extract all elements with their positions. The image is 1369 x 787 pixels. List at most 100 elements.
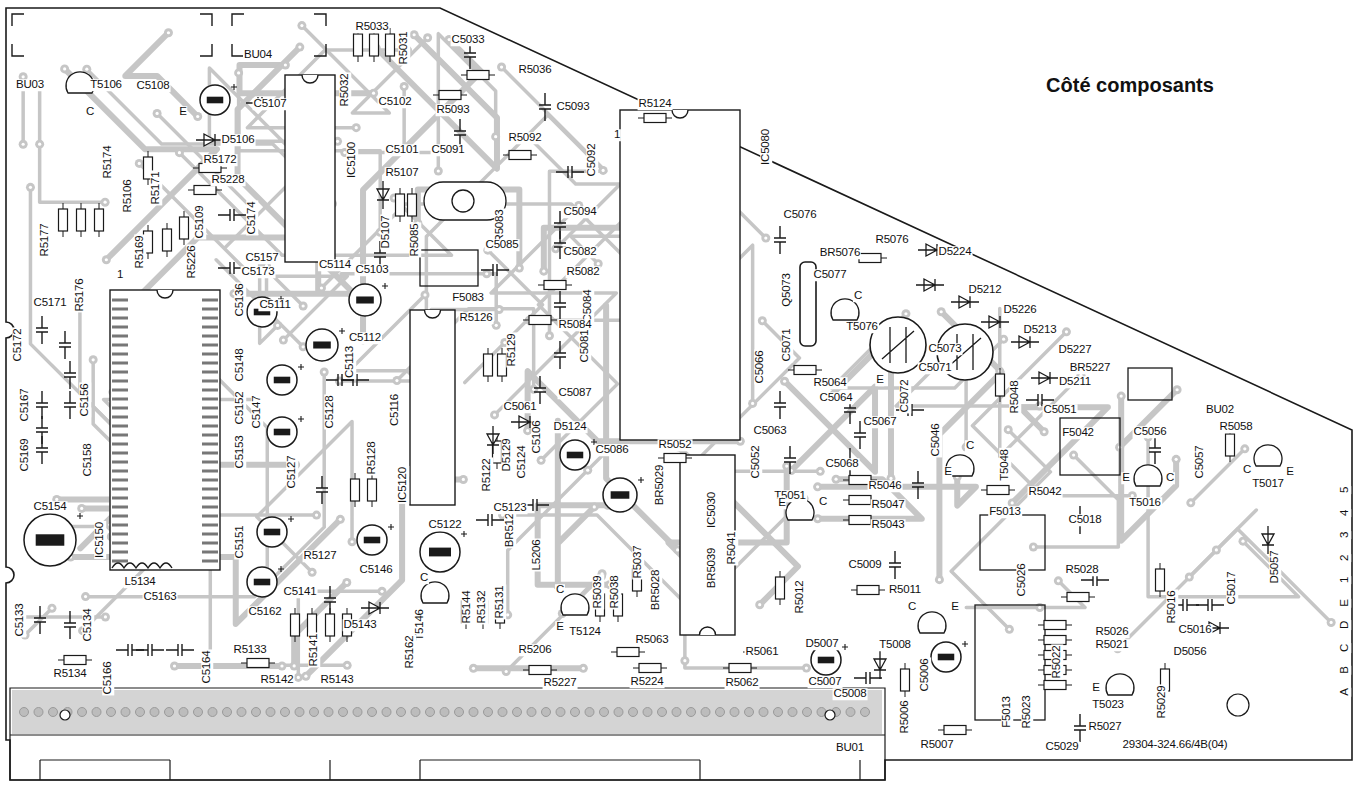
part-label: R5085 [409,223,421,258]
ic-pin [112,470,218,473]
pad-hole [426,36,429,39]
part-label: R5092 [508,132,543,144]
pad-hole [1189,501,1192,504]
solder-pad [1029,542,1038,551]
coil-can [980,515,1045,570]
board-marking: 29304-324.66/4B(04) [1122,739,1229,751]
pad-hole [38,143,41,146]
pad-hole [805,666,808,669]
part-label: R5022 [1051,645,1063,680]
part-label: C5051 [1043,404,1078,416]
solder-pad [19,140,28,149]
ic-body [410,310,455,505]
solder-pad [421,290,430,299]
part-label: C5136 [234,283,246,318]
pin-letter: E [1121,472,1130,484]
resistor-symbol [859,254,881,263]
pin-letter: E [178,106,187,118]
cap-polarity-band [207,97,224,104]
part-label: R5143 [320,674,355,686]
part-label: BR5029 [654,464,666,506]
part-label: T5008 [878,639,912,651]
plus-mark [962,641,968,647]
ic-notch [672,110,688,118]
capacitor-symbol [166,644,194,656]
part-label: T5016 [1128,497,1162,509]
pad-hole [336,140,339,143]
pad-hole [276,324,279,327]
part-label: R5126 [459,312,494,324]
ic-pin [112,407,218,410]
part-label: R5124 [638,98,673,110]
solder-pad [1173,385,1182,394]
part-label: C5026 [1016,563,1028,598]
solder-pad [193,112,202,121]
pin-letter: 1 [613,129,621,141]
capacitor-symbol [36,436,48,464]
board-marking: BU03 [15,79,45,91]
part-label: T5124 [568,626,602,638]
pad-hole [1032,545,1035,548]
pad-hole [526,429,529,432]
part-label: BR5076 [819,247,861,259]
solder-pad [308,568,317,577]
pin-letter: B [1339,665,1351,674]
connector-pin [846,708,855,717]
part-label: R5038 [609,575,621,610]
resistor-symbol [439,91,461,100]
part-label: C5008 [833,688,868,700]
solder-pad [1172,455,1181,464]
pad-hole [761,319,764,322]
part-label: C5127 [286,455,298,490]
connector-pin [237,708,246,717]
solder-pad [1240,444,1249,453]
part-label: F5083 [451,292,485,304]
pad-hole [350,540,353,543]
plus-mark [77,513,83,519]
part-label: C5033 [451,34,486,46]
electrolytic-cap [267,417,297,447]
part-label: BR5028 [650,569,662,611]
resistor-symbol [467,71,489,80]
pad-hole [320,286,323,289]
part-label: L5206 [531,539,543,572]
part-label: R5012 [794,580,806,615]
resistor-symbol [729,664,751,673]
connector-pin [803,708,812,717]
connector-pin [513,708,522,717]
solder-pad [342,578,351,587]
connector-pin [469,708,478,717]
part-label: C5052 [750,445,762,480]
part-label: D5227 [1058,344,1093,356]
pad-hole [816,485,819,488]
part-label: R5016 [1166,590,1178,625]
copper-trace [345,87,435,153]
pad-hole [284,63,287,66]
pin-letter: E [943,466,952,478]
ic-pin [112,515,218,518]
resistor-symbol [1044,621,1066,630]
part-label: T5076 [845,321,879,333]
part-label: C5101 [385,144,420,156]
transistor-body [831,299,859,320]
resistor-symbol [987,486,1009,495]
pad-hole [498,308,501,311]
ic-pin [112,497,218,500]
component-layer [12,14,1282,742]
resistor-symbol [1067,593,1089,602]
part-label: C5107 [253,98,288,110]
part-label: C5112 [348,332,382,344]
diode-symbol [874,651,886,679]
connector-pin [136,708,145,717]
part-label: C5077 [813,269,848,281]
connector-pin [701,708,710,717]
coil-can [1060,418,1120,475]
plus-mark [842,644,848,650]
pad-hole [940,310,943,313]
connector-band [12,690,882,734]
transistor-body [918,612,946,633]
pad-hole [819,470,822,473]
pad-hole [22,75,25,78]
connector-pin [440,708,449,717]
pad-hole [758,603,761,606]
